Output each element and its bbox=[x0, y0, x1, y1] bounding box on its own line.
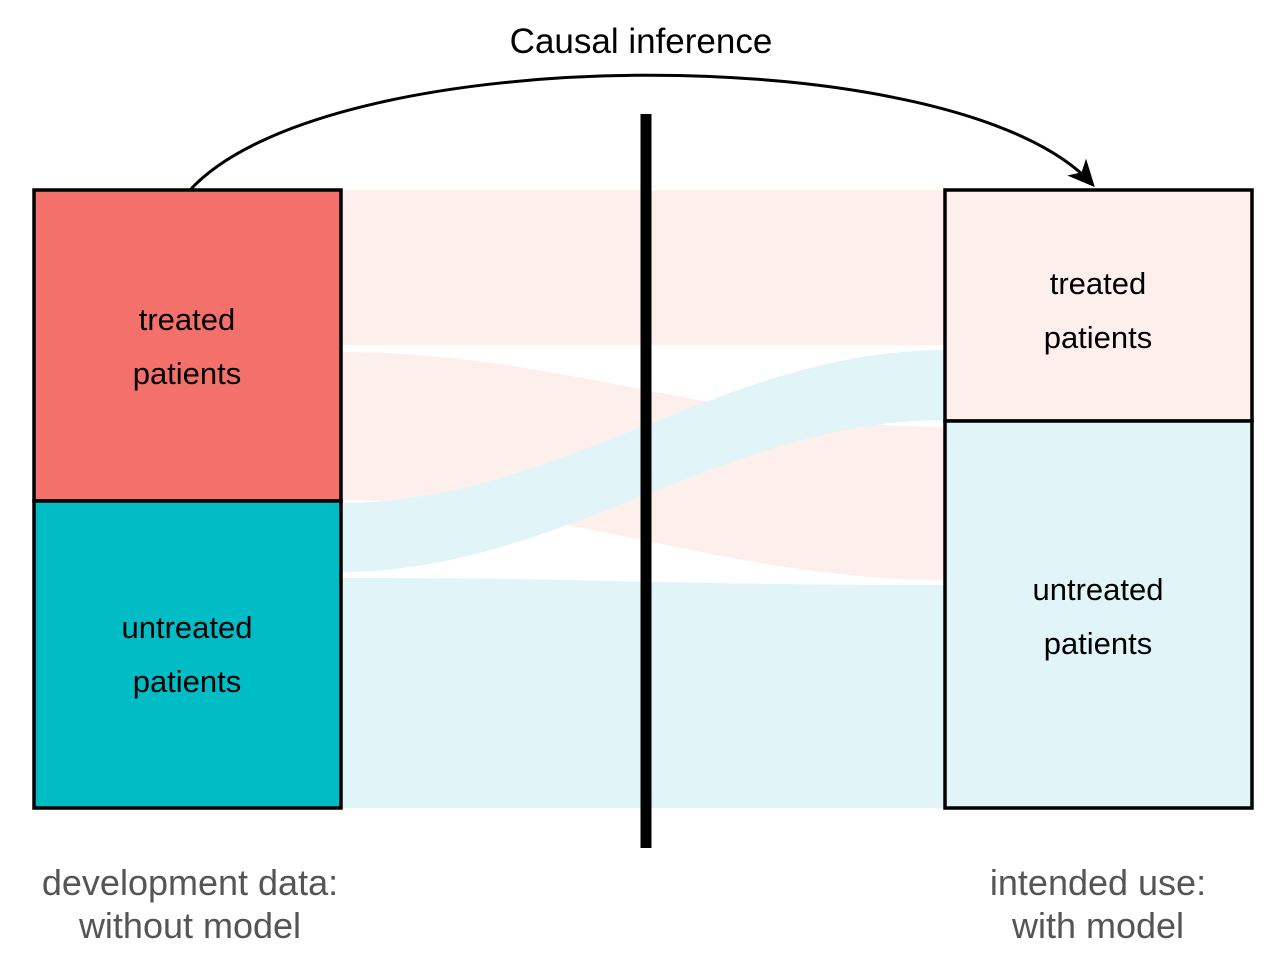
node-right-untreated[interactable] bbox=[943, 419, 1254, 810]
left-caption: development data: without model bbox=[42, 862, 338, 946]
node-right-treated-label-line1: treated bbox=[1050, 266, 1147, 301]
right-caption: intended use: with model bbox=[990, 862, 1206, 946]
left-caption-line2: without model bbox=[78, 905, 301, 946]
node-left-treated-label-line1: treated bbox=[139, 302, 236, 337]
node-right-treated[interactable] bbox=[943, 188, 1254, 423]
right-caption-line2: with model bbox=[1011, 905, 1184, 946]
right-node-group: treated patients untreated patients bbox=[943, 188, 1254, 810]
left-node-group: treated patients untreated patients bbox=[32, 188, 343, 810]
node-right-treated-label-line2: patients bbox=[1044, 320, 1153, 355]
node-left-treated[interactable] bbox=[32, 188, 343, 503]
node-left-treated-label-line2: patients bbox=[133, 356, 242, 391]
causal-inference-arrow bbox=[188, 73, 1095, 192]
right-caption-line1: intended use: bbox=[990, 862, 1206, 903]
node-left-untreated-label-line1: untreated bbox=[122, 610, 253, 645]
node-right-untreated-label-line1: untreated bbox=[1033, 572, 1164, 607]
left-caption-line1: development data: bbox=[42, 862, 338, 903]
causal-inference-label: Causal inference bbox=[510, 22, 773, 61]
node-left-untreated-label-line2: patients bbox=[133, 664, 242, 699]
node-right-untreated-label-line2: patients bbox=[1044, 626, 1153, 661]
node-left-untreated[interactable] bbox=[32, 499, 343, 810]
